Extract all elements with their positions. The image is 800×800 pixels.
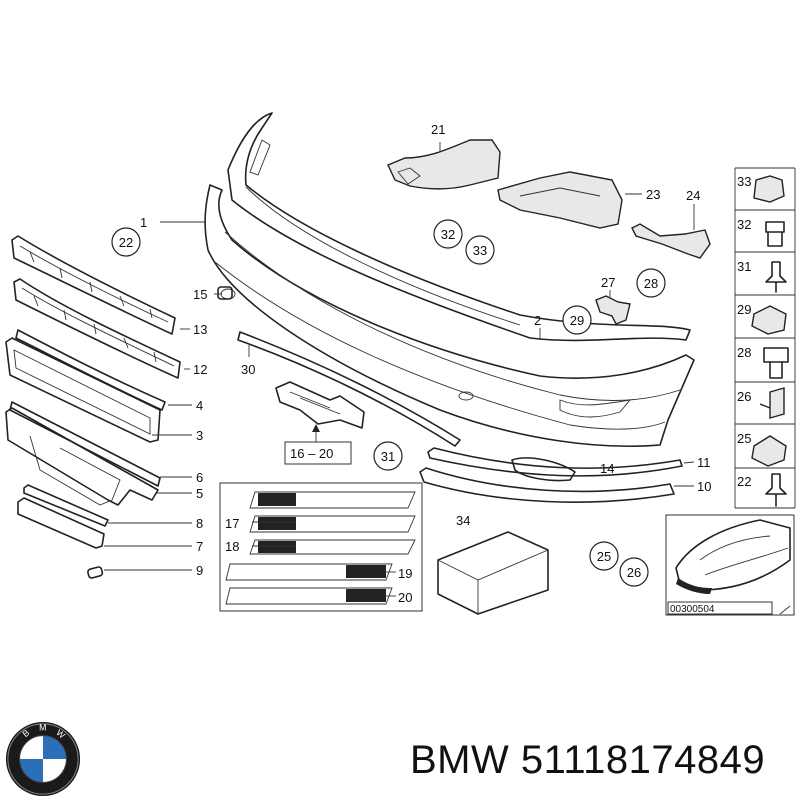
legend-label: 31 (737, 259, 751, 274)
circled-28: 28 (644, 276, 658, 291)
callout-16-20: 16 – 20 (290, 446, 333, 461)
legend-label: 28 (737, 345, 751, 360)
circle-29 (562, 305, 592, 335)
legend-label: 25 (737, 431, 751, 446)
brand-part-number: BMW 51118174849 (410, 738, 766, 782)
part-10-strip (419, 467, 675, 503)
circled-26: 26 (627, 565, 641, 580)
circle-25 (589, 541, 619, 571)
circled-33: 33 (473, 243, 487, 258)
part-14-fog-cover (511, 457, 576, 482)
callout-3: 3 (196, 428, 203, 443)
circle-26 (619, 557, 649, 587)
callout-10: 10 (697, 479, 711, 494)
part-30-strip (237, 331, 461, 447)
grille-4 (15, 329, 166, 411)
bmw-logo-icon: B M W (5, 721, 81, 797)
callout-34: 34 (456, 513, 470, 528)
car-inset (665, 514, 795, 616)
callout-20: 20 (398, 590, 412, 605)
callout-5: 5 (196, 486, 203, 501)
legend-label: 26 (737, 389, 751, 404)
circled-29: 29 (570, 313, 584, 328)
circled-25: 25 (597, 549, 611, 564)
circle-31 (373, 441, 403, 471)
callout-23: 23 (646, 187, 660, 202)
circle-22 (111, 227, 141, 257)
circled-31: 31 (381, 449, 395, 464)
callout-7: 7 (196, 539, 203, 554)
part-34-box (437, 531, 549, 615)
callout-13: 13 (193, 322, 207, 337)
svg-text:M: M (39, 723, 46, 733)
callout-1: 1 (140, 215, 147, 230)
grille-5 (5, 407, 159, 506)
legend-label: 29 (737, 302, 751, 317)
part-15 (217, 286, 233, 300)
inset-strips (225, 491, 416, 605)
svg-text:B: B (20, 728, 31, 740)
part-9-pin (87, 566, 104, 579)
part-8 (23, 484, 109, 527)
box-16-20 (284, 441, 352, 465)
part-24-bracket (631, 223, 711, 259)
circled-22: 22 (119, 235, 133, 250)
callout-27: 27 (601, 275, 615, 290)
callout-8: 8 (196, 516, 203, 531)
part-23-bracket (497, 171, 623, 229)
front-bumper-cover (204, 112, 695, 447)
callout-19: 19 (398, 566, 412, 581)
circled-32: 32 (441, 227, 455, 242)
part-11-strip (427, 447, 683, 477)
callout-18: 18 (225, 539, 239, 554)
callout-2: 2 (534, 313, 541, 328)
legend-label: 32 (737, 217, 751, 232)
callout-9: 9 (196, 563, 203, 578)
grille-3 (5, 337, 161, 443)
callout-4: 4 (196, 398, 203, 413)
legend-label: 33 (737, 174, 751, 189)
callout-14: 14 (600, 461, 614, 476)
callout-11: 11 (697, 455, 711, 470)
callout-15: 15 (193, 287, 207, 302)
callout-21: 21 (431, 122, 445, 137)
part-7 (17, 497, 105, 549)
grille-6 (9, 401, 161, 487)
circle-32 (433, 219, 463, 249)
circle-33 (465, 235, 495, 265)
callout-17: 17 (225, 516, 239, 531)
diagram-code: 00300504 (670, 604, 715, 615)
callout-30: 30 (241, 362, 255, 377)
legend-label: 22 (737, 474, 751, 489)
part-27-clip (595, 295, 631, 325)
circle-28 (636, 268, 666, 298)
callout-12: 12 (193, 362, 207, 377)
legend-column (734, 167, 796, 509)
part-21-bracket (387, 139, 501, 190)
callout-6: 6 (196, 470, 203, 485)
grille-13 (11, 235, 176, 335)
grille-12 (13, 278, 181, 379)
inset-16-20 (219, 482, 423, 612)
part-16-20-bracket (275, 381, 365, 429)
leader-lines (104, 142, 695, 597)
callout-24: 24 (686, 188, 700, 203)
